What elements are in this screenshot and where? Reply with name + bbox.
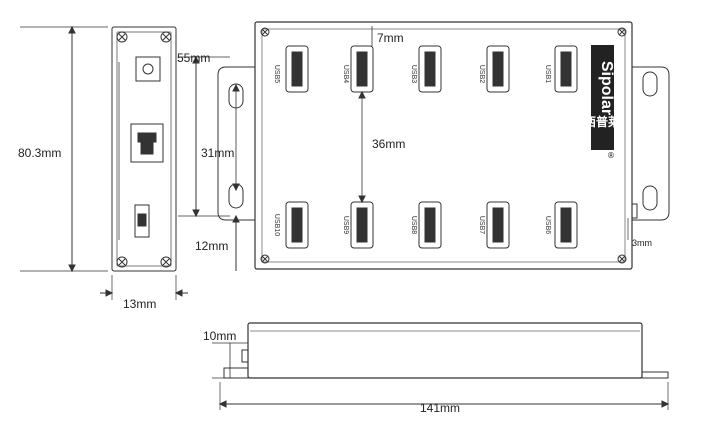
power-switch-knob [137,213,147,227]
profile-left-flange [223,367,249,379]
dim-label-top-margin: 7mm [377,31,404,45]
usb-label: USB3 [410,65,417,83]
usb-port-icon [554,45,578,93]
brand-chinese: 西普莱 [584,114,620,129]
brand-badge: Sipolar 西普莱 ® [584,45,620,160]
usb-label: USB5 [273,65,280,83]
right-flange-slot-top [642,71,658,97]
usb-b-port-icon [130,123,164,163]
dim-label-bottom-offset: 12mm [195,239,228,253]
screw-icon [617,254,627,264]
side-panel-inner [116,31,172,267]
profile-right-flange [641,371,669,379]
dim-label-profile-height: 10mm [203,329,236,343]
usb-port-icon [350,201,374,249]
dc-jack-icon [135,56,161,82]
screw-icon [617,27,627,37]
screw-icon [260,27,270,37]
usb-port-icon [554,201,578,249]
dim-side-depth [100,275,188,300]
dc-jack-hole [142,63,154,75]
usb-port-icon [350,45,374,93]
side-view [111,26,177,272]
hub-housing-inner [261,28,626,263]
dim-label-side-depth: 13mm [123,297,156,311]
usb-label: USB8 [410,216,417,234]
brand-registered: ® [607,151,615,160]
screw-icon [260,254,270,264]
power-switch-icon [134,204,150,238]
side-panel [111,26,177,272]
right-flange-slot-bottom [642,185,658,211]
left-flange-slot-top [228,83,244,109]
usb-port-icon [486,201,510,249]
usb-port-icon [486,45,510,93]
usb-port-icon [418,201,442,249]
profile-port-bump [241,349,249,363]
usb-label: USB4 [342,65,349,83]
usb-label: USB6 [544,216,551,234]
usb-port-icon [285,201,309,249]
usb-label: USB7 [478,216,485,234]
dim-height-total [20,25,108,273]
hub-housing [254,21,633,270]
screw-icon [160,31,172,43]
usb-b-socket [137,132,157,155]
dim-label-total-length: 141mm [420,401,460,415]
usb-label: USB2 [478,65,485,83]
usb-label: USB9 [342,216,349,234]
right-tab [631,203,638,219]
dim-label-side-top: 55mm [177,51,210,65]
brand-name: Sipolar [598,61,615,115]
usb-label: USB1 [544,65,551,83]
screw-icon [160,256,172,268]
left-flange-slot-bottom [228,183,244,209]
top-view [217,21,670,270]
dim-label-row-spacing: 36mm [372,137,405,151]
dim-label-height-total: 80.3mm [18,146,61,160]
screw-icon [116,256,128,268]
right-flange [632,66,670,221]
usb-label: USB10 [273,214,280,236]
screw-icon [116,31,128,43]
dim-label-port-span: 31mm [201,146,234,160]
profile-view [212,322,670,410]
usb-port-icon [418,45,442,93]
usb-port-icon [285,45,309,93]
dim-label-right-tab: 3mm [632,238,652,248]
left-flange [217,66,255,221]
